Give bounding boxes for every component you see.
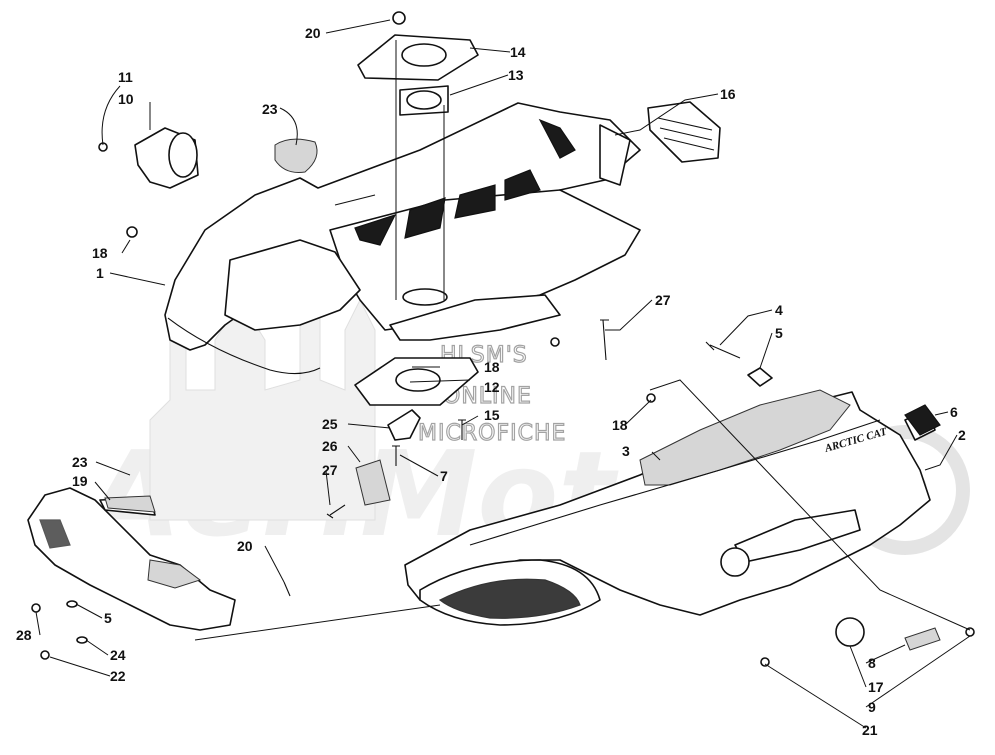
callout-17: 17 — [868, 679, 884, 695]
callout-9: 9 — [868, 699, 876, 715]
callout-4: 4 — [775, 302, 783, 318]
part-grommet-6 — [904, 404, 941, 436]
callout-6: 6 — [950, 404, 958, 420]
callout-5-lower: 5 — [104, 610, 112, 626]
part-gauge-housing — [98, 127, 199, 189]
callout-22: 22 — [110, 668, 126, 684]
part-lower-body: ARCTIC CAT — [404, 389, 936, 626]
callout-20-lower: 20 — [237, 538, 253, 554]
part-bracket-25 — [387, 409, 421, 441]
callout-1: 1 — [96, 265, 104, 281]
callout-19: 19 — [72, 473, 88, 489]
callout-21: 21 — [862, 722, 878, 738]
callout-5-right: 5 — [775, 325, 783, 341]
callout-18-right: 18 — [612, 417, 628, 433]
callout-10: 10 — [118, 91, 134, 107]
watermark-line-3: MICROFICHE — [418, 421, 566, 446]
part-reflector-8 — [904, 627, 941, 651]
callout-numbers: 20 14 13 11 10 23 16 18 1 27 4 5 18 12 1… — [16, 25, 966, 738]
callout-28: 28 — [16, 627, 32, 643]
callout-2: 2 — [958, 427, 966, 443]
fasteners — [31, 11, 975, 667]
part-clip-26 — [355, 459, 391, 506]
callout-27-left: 27 — [322, 462, 338, 478]
part-light-23-lower — [104, 495, 156, 513]
callout-23-top: 23 — [262, 101, 278, 117]
part-gasket-13 — [399, 85, 449, 116]
part-plate-14 — [357, 34, 479, 81]
callout-16: 16 — [720, 86, 736, 102]
callout-12: 12 — [484, 379, 500, 395]
part-light-23-upper — [274, 138, 318, 173]
watermark-line-2: ONLINE — [443, 384, 532, 409]
callout-8: 8 — [868, 655, 876, 671]
callout-7: 7 — [440, 468, 448, 484]
callout-24: 24 — [110, 647, 126, 663]
callout-27-right: 27 — [655, 292, 671, 308]
callout-25: 25 — [322, 416, 338, 432]
part-washer-5 — [747, 367, 773, 387]
part-vent-16 — [647, 101, 721, 163]
callout-15: 15 — [484, 407, 500, 423]
callout-13: 13 — [508, 67, 524, 83]
callout-23-lower: 23 — [72, 454, 88, 470]
callout-20-top: 20 — [305, 25, 321, 41]
callout-18-center: 18 — [484, 359, 500, 375]
leader-lines — [35, 19, 971, 729]
part-lens-17 — [835, 617, 865, 647]
callout-14: 14 — [510, 44, 526, 60]
callout-18-left: 18 — [92, 245, 108, 261]
callout-26: 26 — [322, 438, 338, 454]
watermark-line-1: HLSM'S — [440, 343, 528, 368]
part-upper-hood — [164, 102, 641, 375]
callout-11: 11 — [118, 69, 133, 85]
callout-3: 3 — [622, 443, 630, 459]
